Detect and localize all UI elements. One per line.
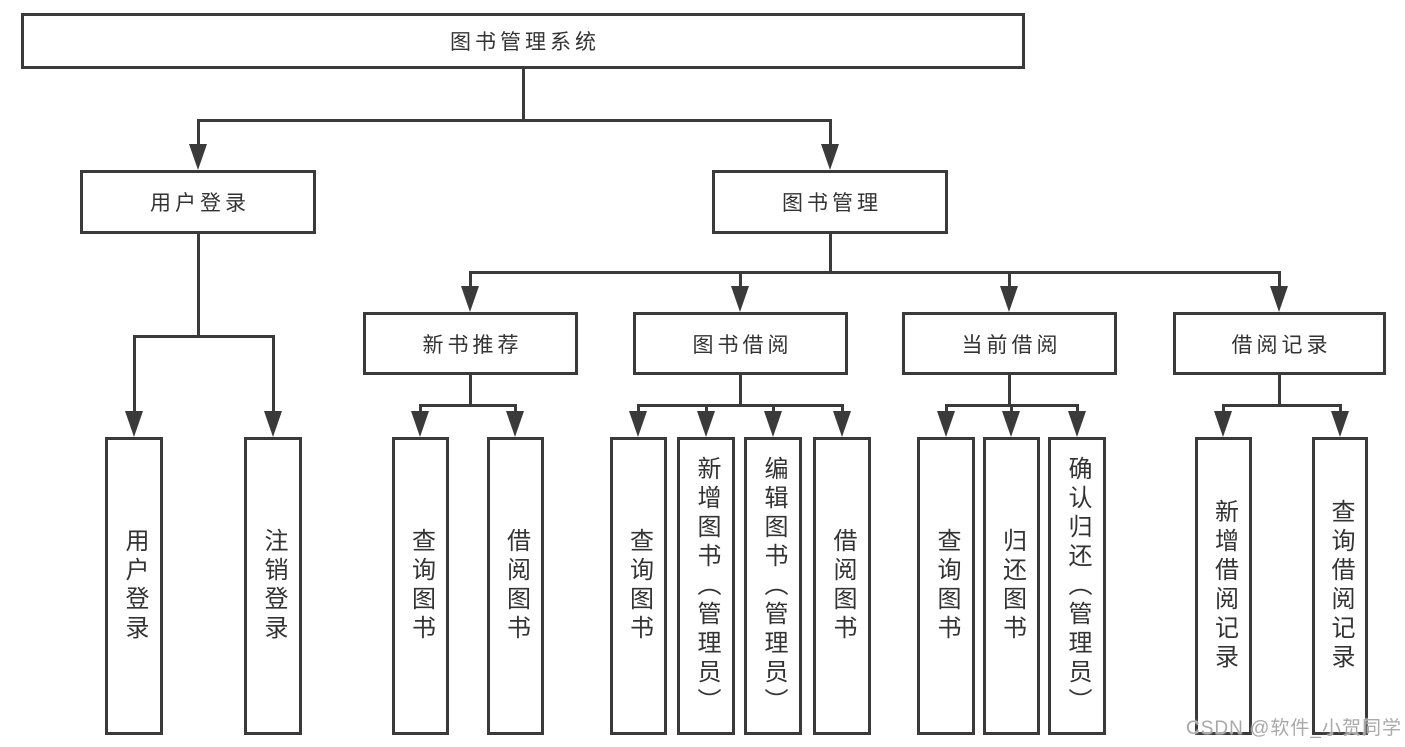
connector-line bbox=[739, 375, 742, 406]
arrow-down bbox=[1068, 411, 1086, 437]
connector-line bbox=[514, 404, 517, 414]
leaf-cb-confirm-return-admin: 确认归还（管理员） bbox=[1048, 437, 1106, 735]
arrow-down bbox=[411, 411, 429, 437]
connector-line bbox=[705, 404, 708, 414]
connector-line bbox=[829, 119, 832, 147]
leaf-bb-borrow-books: 借阅图书 bbox=[813, 437, 871, 735]
leaf-cb-query-books: 查询图书 bbox=[917, 437, 975, 735]
connector-line bbox=[1278, 271, 1281, 289]
arrow-down bbox=[1002, 411, 1020, 437]
arrow-down bbox=[264, 411, 282, 437]
arrow-down bbox=[1270, 286, 1288, 312]
node-new-book-recommend: 新书推荐 bbox=[363, 312, 578, 375]
connector-line bbox=[1010, 404, 1013, 414]
connector-line bbox=[522, 69, 525, 121]
node-current-borrow: 当前借阅 bbox=[902, 312, 1117, 375]
connector-line bbox=[637, 404, 640, 414]
node-borrow-records: 借阅记录 bbox=[1173, 312, 1386, 375]
node-user-login: 用户登录 bbox=[80, 170, 316, 234]
connector-line bbox=[1222, 404, 1225, 414]
node-book-borrow-label: 图书借阅 bbox=[692, 333, 793, 357]
node-root-label: 图书管理系统 bbox=[450, 31, 600, 54]
connector-line bbox=[469, 375, 472, 406]
leaf-user-login: 用户登录 bbox=[105, 437, 163, 735]
connector-line bbox=[1278, 375, 1281, 406]
connector-line bbox=[133, 335, 275, 338]
leaf-bb-query-books-label: 查询图书 bbox=[625, 528, 653, 644]
arrow-down bbox=[1214, 411, 1232, 437]
connector-line bbox=[1008, 271, 1011, 289]
connector-line bbox=[739, 271, 742, 289]
connector-line bbox=[197, 119, 200, 147]
node-book-borrow: 图书借阅 bbox=[633, 312, 848, 375]
connector-line bbox=[133, 335, 136, 414]
node-current-borrow-label: 当前借阅 bbox=[961, 333, 1062, 357]
leaf-nbr-borrow-books: 借阅图书 bbox=[487, 437, 544, 735]
leaf-bb-add-book-admin: 新增图书（管理员） bbox=[677, 437, 735, 735]
connector-line bbox=[197, 234, 200, 338]
leaf-bb-query-books: 查询图书 bbox=[610, 437, 667, 735]
connector-line bbox=[469, 271, 1281, 274]
leaf-cb-confirm-return-admin-label: 确认归还（管理员） bbox=[1064, 455, 1091, 717]
leaf-br-add-record: 新增借阅记录 bbox=[1195, 437, 1252, 735]
arrow-down bbox=[764, 411, 782, 437]
leaf-cb-return-books-label: 归还图书 bbox=[998, 528, 1026, 644]
arrow-down bbox=[821, 144, 839, 170]
arrow-down bbox=[1331, 411, 1349, 437]
node-root: 图书管理系统 bbox=[21, 13, 1025, 69]
leaf-logout-label: 注销登录 bbox=[260, 528, 287, 644]
connector-line bbox=[772, 404, 775, 414]
leaf-user-login-label: 用户登录 bbox=[121, 528, 148, 644]
arrow-down bbox=[461, 286, 479, 312]
leaf-bb-edit-book-admin: 编辑图书（管理员） bbox=[744, 437, 802, 735]
leaf-nbr-query-books: 查询图书 bbox=[392, 437, 449, 735]
node-book-management-label: 图书管理 bbox=[782, 192, 882, 215]
leaf-bb-edit-book-admin-label: 编辑图书（管理员） bbox=[760, 455, 787, 717]
connector-line bbox=[945, 404, 948, 414]
arrow-down bbox=[629, 411, 647, 437]
connector-line bbox=[1339, 404, 1342, 414]
connector-line bbox=[197, 119, 831, 122]
leaf-cb-query-books-label: 查询图书 bbox=[933, 528, 960, 644]
leaf-br-query-record-label: 查询借阅记录 bbox=[1327, 499, 1354, 673]
watermark-text: CSDN @软件_小贺同学 bbox=[1186, 718, 1402, 739]
leaf-nbr-query-books-label: 查询图书 bbox=[407, 528, 435, 644]
connector-line bbox=[1222, 404, 1342, 407]
leaf-bb-add-book-admin-label: 新增图书（管理员） bbox=[693, 455, 720, 717]
node-borrow-records-label: 借阅记录 bbox=[1231, 333, 1332, 357]
connector-line bbox=[419, 404, 422, 414]
arrow-down bbox=[1000, 286, 1018, 312]
arrow-down bbox=[937, 411, 955, 437]
node-book-management: 图书管理 bbox=[712, 170, 948, 234]
arrow-down bbox=[731, 286, 749, 312]
arrow-down bbox=[189, 144, 207, 170]
leaf-logout: 注销登录 bbox=[244, 437, 302, 735]
leaf-bb-borrow-books-label: 借阅图书 bbox=[829, 528, 856, 644]
node-new-book-recommend-label: 新书推荐 bbox=[422, 333, 523, 357]
leaf-br-query-record: 查询借阅记录 bbox=[1312, 437, 1368, 735]
arrow-down bbox=[833, 411, 851, 437]
arrow-down bbox=[506, 411, 524, 437]
arrow-down bbox=[697, 411, 715, 437]
connector-line bbox=[469, 271, 472, 289]
arrow-down bbox=[125, 411, 143, 437]
connector-line bbox=[829, 234, 832, 274]
leaf-br-add-record-label: 新增借阅记录 bbox=[1210, 499, 1238, 673]
node-user-login-label: 用户登录 bbox=[150, 192, 250, 215]
connector-line bbox=[419, 404, 517, 407]
connector-line bbox=[272, 335, 275, 414]
connector-line bbox=[637, 404, 844, 407]
connector-line bbox=[1076, 404, 1079, 414]
connector-line bbox=[841, 404, 844, 414]
leaf-nbr-borrow-books-label: 借阅图书 bbox=[502, 528, 530, 644]
leaf-cb-return-books: 归还图书 bbox=[983, 437, 1040, 735]
connector-line bbox=[1008, 375, 1011, 406]
